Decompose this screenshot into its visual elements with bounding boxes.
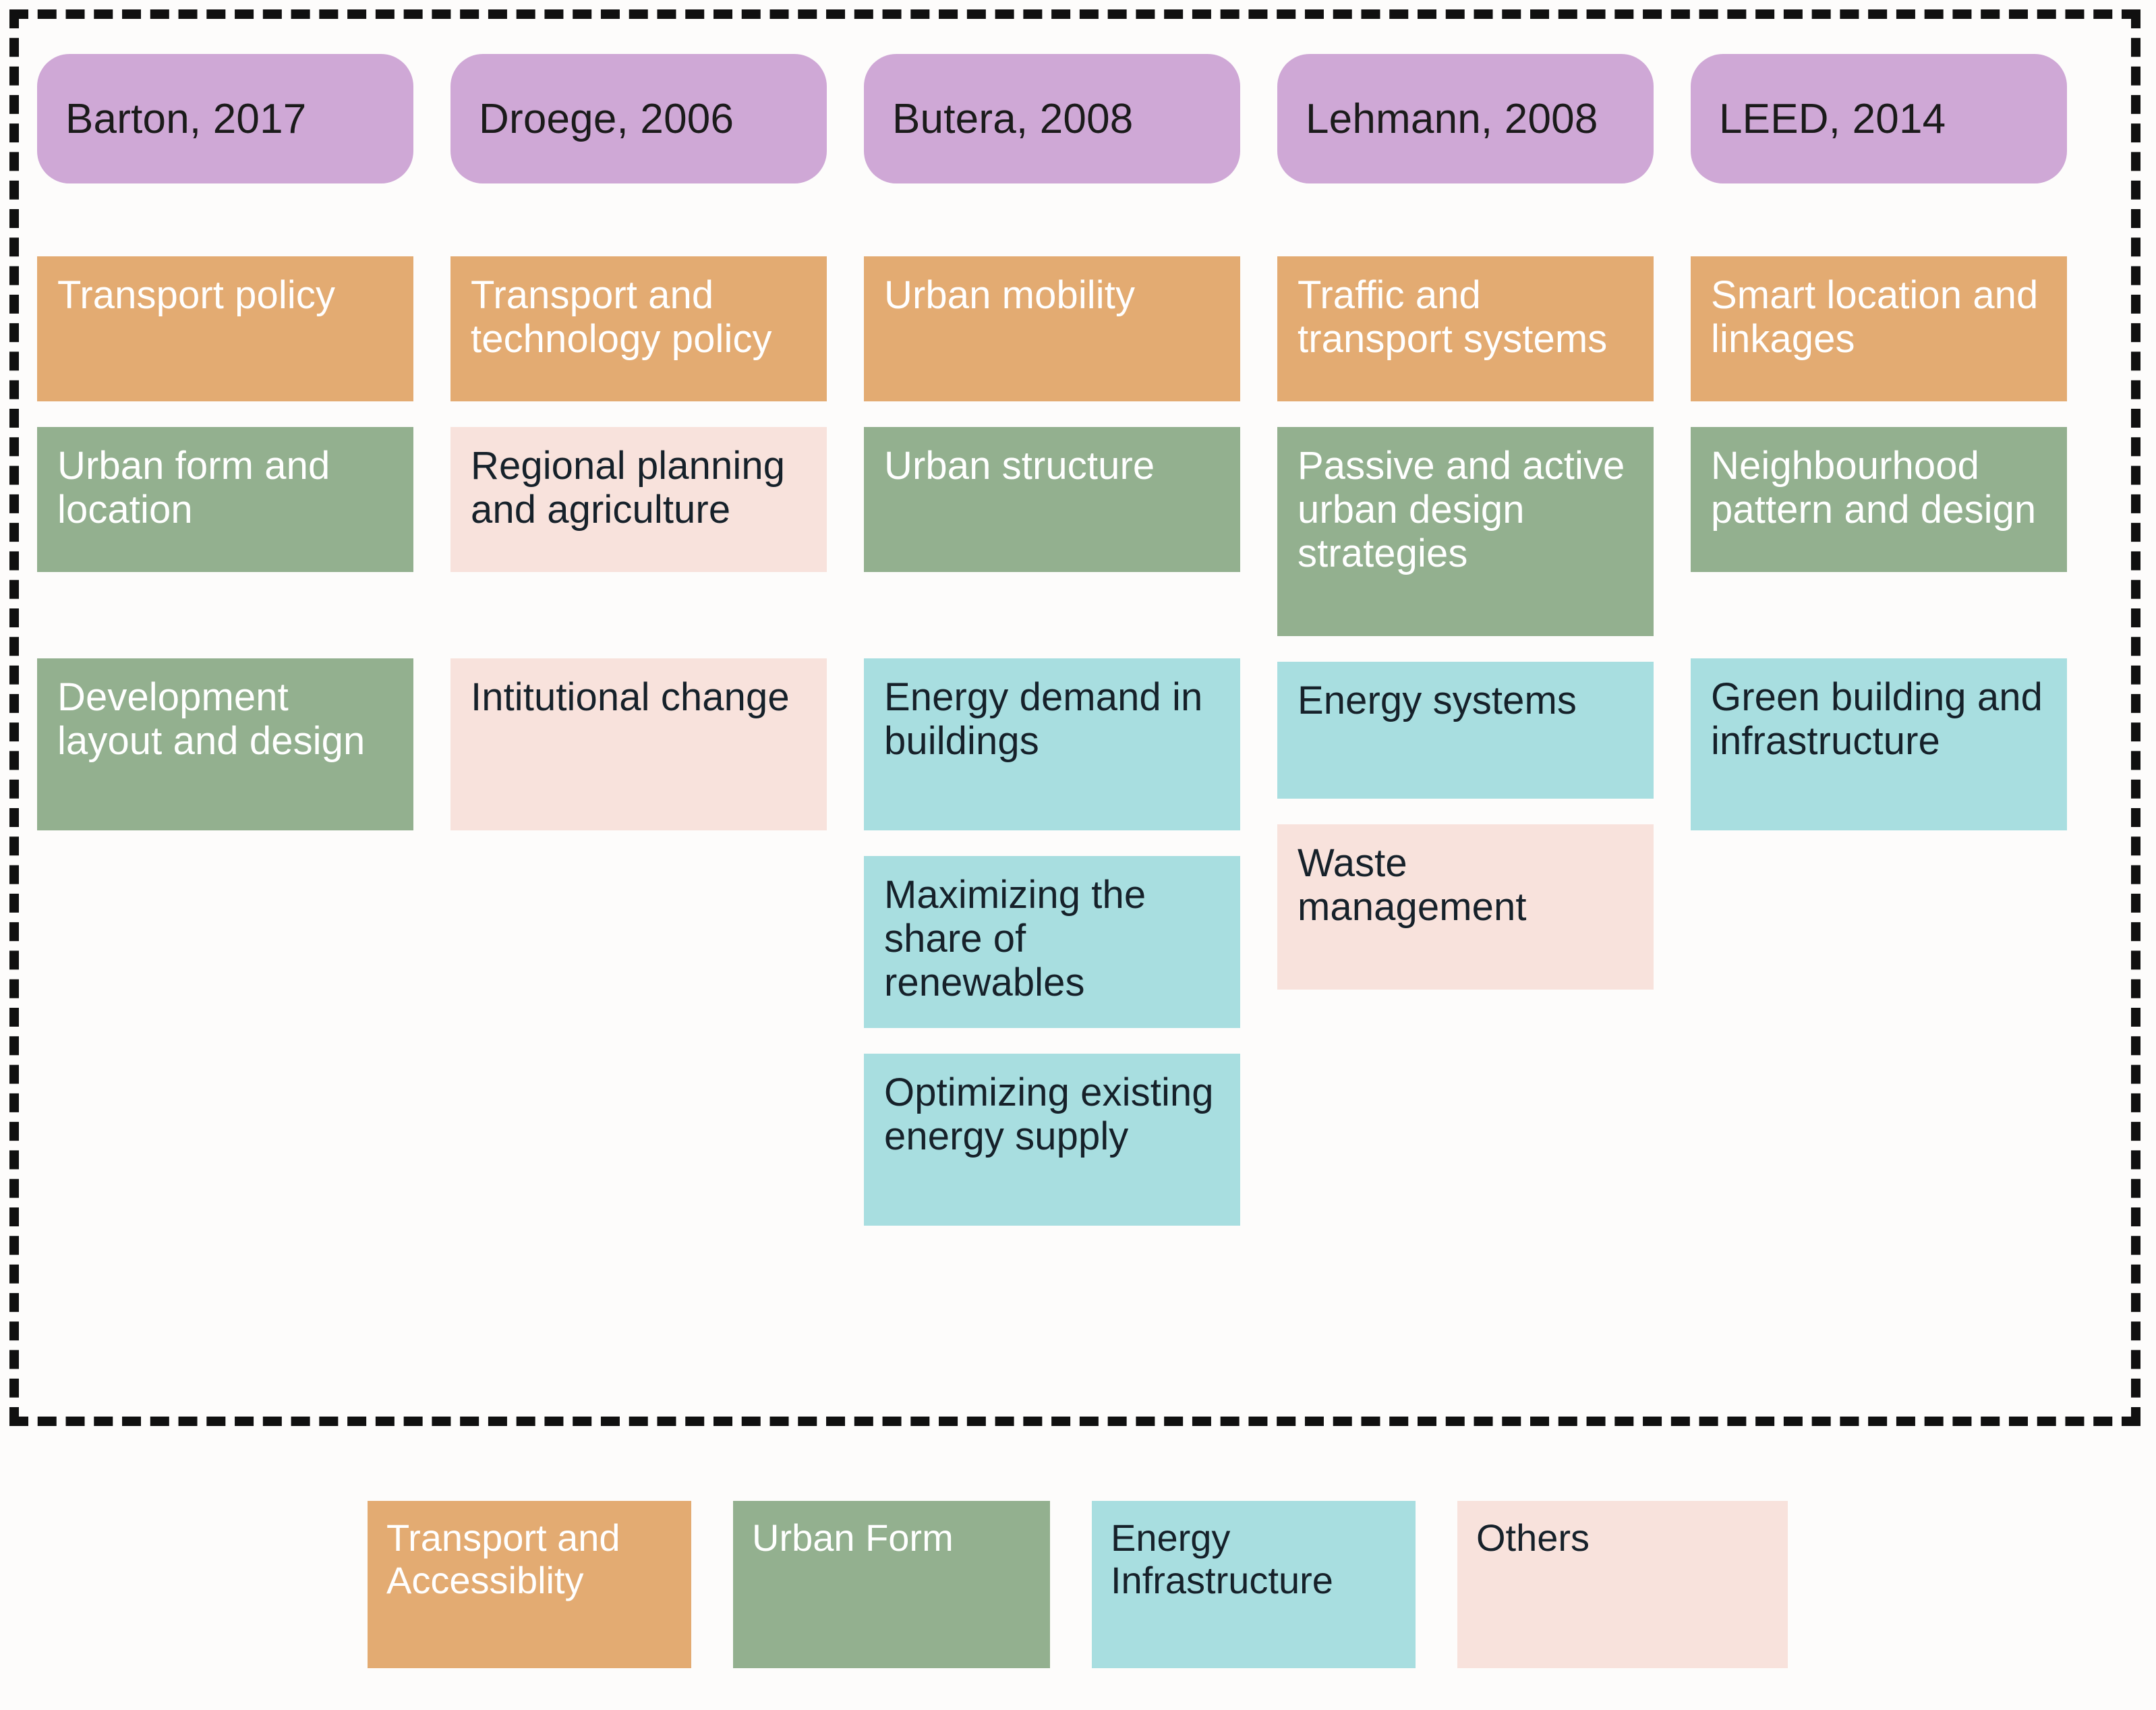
- legend: Transport and Accessiblity Urban Form Ener…: [368, 1501, 1788, 1668]
- criteria-box[interactable]: Regional planning and agriculture: [450, 427, 827, 572]
- criteria-slot: Waste management: [1277, 824, 1654, 990]
- criteria-box[interactable]: Green building and infrastructure: [1691, 658, 2067, 830]
- criteria-slot: Development layout and design: [37, 658, 413, 830]
- criteria-slot: Maximizing the share of renewables: [864, 856, 1240, 1028]
- criteria-box[interactable]: Intitutional change: [450, 658, 827, 830]
- criteria-slot: [450, 598, 827, 633]
- criteria-box[interactable]: Urban form and location: [37, 427, 413, 572]
- criteria-box[interactable]: Transport and technology policy: [450, 256, 827, 401]
- source-header-pill[interactable]: Barton, 2017: [37, 54, 413, 183]
- criteria-slot: Green building and infrastructure: [1691, 658, 2067, 830]
- criteria-box[interactable]: Energy systems: [1277, 662, 1654, 799]
- source-header-pill[interactable]: Butera, 2008: [864, 54, 1240, 183]
- criteria-box[interactable]: Traffic and transport systems: [1277, 256, 1654, 401]
- criteria-slot: [37, 598, 413, 633]
- criteria-box[interactable]: Transport policy: [37, 256, 413, 401]
- criteria-slot: Optimizing existing energy supply: [864, 1054, 1240, 1226]
- criteria-slot: Urban mobility: [864, 256, 1240, 401]
- layout-spacer: [450, 598, 827, 633]
- layout-spacer: [864, 598, 1240, 633]
- criteria-box[interactable]: Urban structure: [864, 427, 1240, 572]
- criteria-slot: Transport policy: [37, 256, 413, 401]
- criteria-box[interactable]: Neighbourhood pattern and design: [1691, 427, 2067, 572]
- criteria-slot: Energy demand in buildings: [864, 658, 1240, 830]
- criteria-box[interactable]: Passive and active urban design strategi…: [1277, 427, 1654, 636]
- criteria-box[interactable]: Energy demand in buildings: [864, 658, 1240, 830]
- criteria-box[interactable]: Optimizing existing energy supply: [864, 1054, 1240, 1226]
- layout-spacer: [37, 598, 413, 633]
- criteria-box[interactable]: Smart location and linkages: [1691, 256, 2067, 401]
- legend-item[interactable]: Urban Form: [733, 1501, 1050, 1668]
- criteria-slot: Urban form and location: [37, 427, 413, 572]
- criteria-slot: [864, 598, 1240, 633]
- criteria-slot: Smart location and linkages: [1691, 256, 2067, 401]
- criteria-slot: Transport and technology policy: [450, 256, 827, 401]
- source-header-pill[interactable]: Droege, 2006: [450, 54, 827, 183]
- criteria-slot: Traffic and transport systems: [1277, 256, 1654, 401]
- criteria-slot: [1691, 598, 2067, 633]
- layout-spacer: [1691, 598, 2067, 633]
- criteria-slot: Neighbourhood pattern and design: [1691, 427, 2067, 572]
- criteria-box[interactable]: Development layout and design: [37, 658, 413, 830]
- source-header-pill[interactable]: Lehmann, 2008: [1277, 54, 1654, 183]
- criteria-slot: Energy systems: [1277, 662, 1654, 799]
- legend-item[interactable]: Energy Infrastructure: [1092, 1501, 1416, 1668]
- criteria-slot: Intitutional change: [450, 658, 827, 830]
- legend-item[interactable]: Transport and Accessiblity: [368, 1501, 691, 1668]
- criteria-slot: Regional planning and agriculture: [450, 427, 827, 572]
- source-header-pill[interactable]: LEED, 2014: [1691, 54, 2067, 183]
- criteria-slot: Passive and active urban design strategi…: [1277, 427, 1654, 636]
- criteria-slot: Urban structure: [864, 427, 1240, 572]
- criteria-box[interactable]: Maximizing the share of renewables: [864, 856, 1240, 1028]
- criteria-box[interactable]: Waste management: [1277, 824, 1654, 990]
- criteria-box[interactable]: Urban mobility: [864, 256, 1240, 401]
- legend-item[interactable]: Others: [1457, 1501, 1788, 1668]
